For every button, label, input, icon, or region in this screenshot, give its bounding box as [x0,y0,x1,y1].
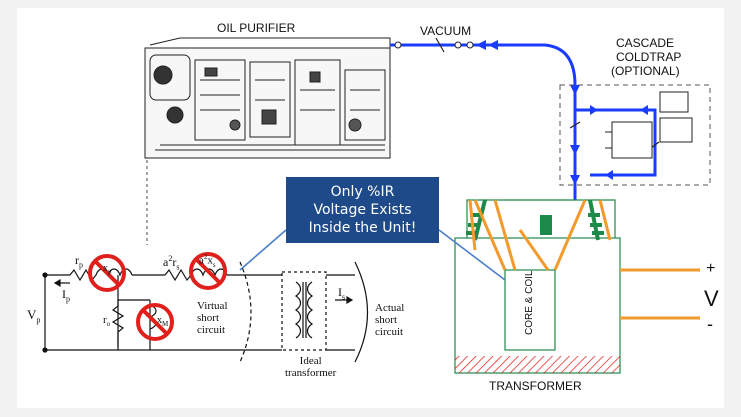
vacuum-label: VACUUM [420,24,472,38]
vacuum-line [390,37,581,200]
plus-terminal-label: + [706,260,716,277]
ip-label: Ip [62,287,70,304]
coldtrap-label-line2: COLDTRAP [616,50,682,64]
coldtrap-assembly [559,84,711,186]
oil-purifier-machine [144,37,391,159]
xp-label: xp [103,263,112,276]
transformer-tank [454,199,700,374]
callout-line-1: Only %IR [330,184,395,200]
transformer-label: TRANSFORMER [489,379,582,393]
no-sign-xp [88,254,126,292]
callout-connector-right [438,229,506,281]
coldtrap-label-line1: CASCADE [616,36,675,50]
is-label: Is [338,285,346,302]
rp-label: rp [75,253,83,270]
a2xs-label: a2xs [199,253,216,269]
no-sign-xs [189,252,227,290]
minus-terminal-label: - [707,314,713,334]
xm-label: xM [157,315,169,328]
vp-label: Vp [27,307,41,325]
a2rs-label: a2rs [163,254,180,272]
voltage-label: V [704,286,719,311]
core-coil-label: CORE & COIL [524,270,535,335]
callout-line-3: Inside the Unit! [308,220,417,236]
oil-purifier-label: OIL PURIFIER [217,21,296,35]
callout-line-2: Voltage Exists [313,202,412,218]
callout-connector-left [239,229,287,271]
coldtrap-label-line3: (OPTIONAL) [611,64,680,78]
ro-label: ro [103,314,111,329]
no-sign-xm [136,303,174,341]
callout-box: Only %IR Voltage Exists Inside the Unit! [286,177,439,243]
